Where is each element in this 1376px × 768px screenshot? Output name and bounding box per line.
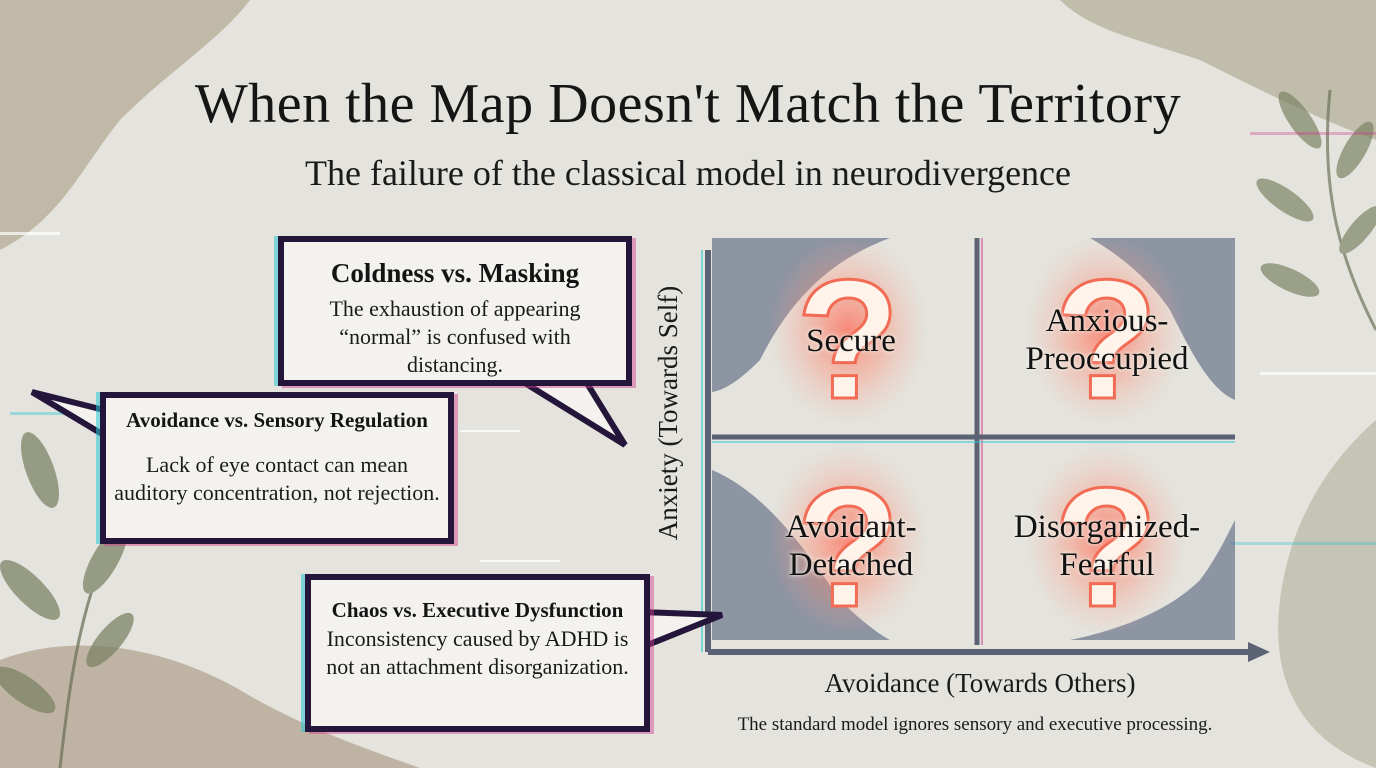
leaf-branch-left [0, 432, 134, 768]
quadrant-label-line: Avoidant- [785, 509, 917, 545]
watercolor-blob-bottom-right [1278, 420, 1376, 768]
page-subtitle: The failure of the classical model in ne… [304, 153, 1072, 193]
question-mark-secure: ? [796, 245, 900, 435]
question-mark-anxious: ? [1054, 245, 1158, 435]
quadrant-grid: ? ? ? ? [701, 235, 1270, 662]
callout-heading: Chaos vs. Executive Dysfunction [331, 598, 624, 622]
callout-body: The exhaustion of appearing “normal” is … [329, 296, 581, 377]
quadrant-label-disorganized: Disorganized- Fearful [987, 508, 1227, 584]
glitch-streaks [0, 132, 1376, 562]
callout-body: Inconsistency caused by ADHD is not an a… [326, 626, 629, 679]
callout-avoidance-vs-sensory: Avoidance vs. Sensory Regulation Lack of… [100, 392, 454, 544]
callout-body: Lack of eye contact can mean auditory co… [114, 452, 440, 505]
callout-heading: Avoidance vs. Sensory Regulation [126, 408, 428, 432]
x-axis-label: Avoidance (Towards Others) [824, 668, 1136, 698]
callout-coldness-vs-masking: Coldness vs. Masking The exhaustion of a… [278, 236, 632, 386]
quadrant-label-line: Anxious- [1045, 303, 1169, 339]
callout-heading: Coldness vs. Masking [330, 258, 580, 288]
quadrant-label-line: Fearful [1059, 547, 1155, 583]
x-axis-arrow-icon [1248, 642, 1270, 662]
quadrant-shade-anxious [1090, 238, 1235, 400]
callout-chaos-vs-executive: Chaos vs. Executive Dysfunction Inconsis… [305, 574, 650, 732]
quadrant-label-line: Detached [788, 547, 914, 583]
glow-secure [768, 235, 928, 425]
glow-disorganized [1026, 445, 1186, 635]
glow-anxious [1026, 235, 1186, 425]
y-axis-label: Anxiety (Towards Self) [653, 285, 683, 541]
quadrant-shade-disorganized [1070, 520, 1235, 640]
quadrant-label-line: Secure [806, 323, 896, 359]
leaf-branch-right [1256, 89, 1376, 331]
glow-avoidant [768, 445, 928, 635]
quadrant-shade-secure [712, 238, 890, 392]
footnote: The standard model ignores sensory and e… [737, 714, 1213, 735]
quadrant-label-line: Disorganized- [1013, 509, 1201, 545]
quadrant-label-secure: Secure [731, 322, 971, 360]
quadrant-label-line: Preoccupied [1025, 341, 1189, 377]
question-mark-avoidant: ? [796, 453, 900, 643]
quadrant-label-anxious: Anxious- Preoccupied [987, 302, 1227, 378]
quadrant-label-avoidant: Avoidant- Detached [731, 508, 971, 584]
question-mark-disorganized: ? [1054, 453, 1158, 643]
page-title: When the Map Doesn't Match the Territory [194, 73, 1182, 135]
bubble-tail-masking [509, 377, 628, 448]
watercolor-blob-top-left [0, 0, 250, 250]
watercolor-blob-bottom-left [0, 645, 420, 768]
